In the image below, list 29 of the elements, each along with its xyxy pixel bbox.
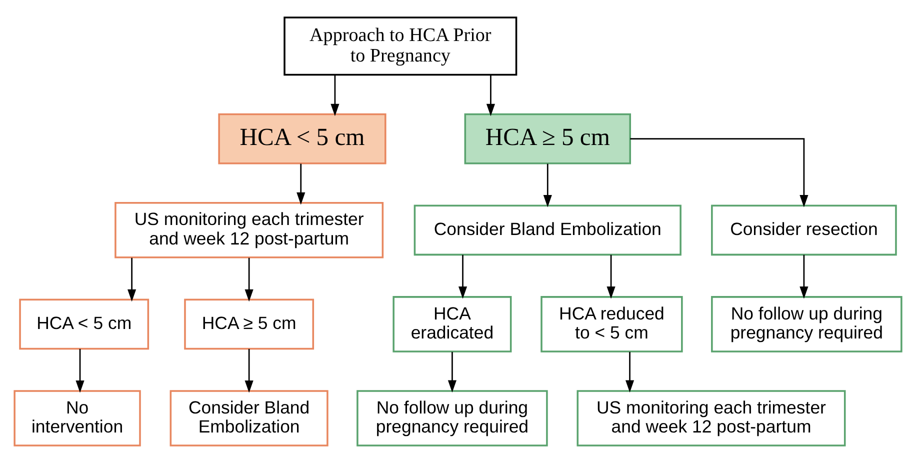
node-box: HCA ≥ 5 cm bbox=[464, 112, 630, 164]
arrow bbox=[75, 348, 84, 392]
arrow bbox=[630, 138, 808, 207]
arrow bbox=[296, 163, 305, 204]
node-box: HCA ≥ 5 cm bbox=[184, 298, 314, 350]
node-box: Consider Bland Embolization bbox=[169, 390, 328, 446]
node-box: HCA < 5 cm bbox=[18, 298, 149, 350]
node-box: US monitoring each trimester and week 12 post-partum bbox=[576, 390, 846, 446]
arrow bbox=[458, 254, 467, 298]
node-box: US monitoring each trimester and week 12 post-partum bbox=[114, 201, 384, 258]
arrow bbox=[799, 254, 808, 298]
node-box: No follow up during pregnancy required bbox=[356, 390, 548, 446]
node-box: HCA reduced to < 5 cm bbox=[540, 296, 682, 352]
arrow bbox=[624, 351, 634, 392]
node-box: Consider Bland Embolization bbox=[413, 204, 681, 256]
node-box: HCA eradicated bbox=[392, 296, 512, 352]
node-box: No intervention bbox=[13, 390, 140, 446]
node-box: HCA < 5 cm bbox=[218, 112, 386, 164]
arrow bbox=[244, 257, 253, 302]
arrow bbox=[127, 257, 136, 302]
node-box: Approach to HCA Prior to Pregnancy bbox=[283, 16, 517, 76]
arrow bbox=[330, 74, 339, 116]
node-box: No follow up during pregnancy required bbox=[710, 296, 902, 352]
node-box: Consider resection bbox=[710, 204, 896, 256]
arrow bbox=[244, 348, 253, 392]
arrow bbox=[542, 163, 552, 207]
arrow bbox=[606, 254, 615, 298]
arrow bbox=[447, 351, 456, 392]
arrow bbox=[486, 74, 495, 116]
